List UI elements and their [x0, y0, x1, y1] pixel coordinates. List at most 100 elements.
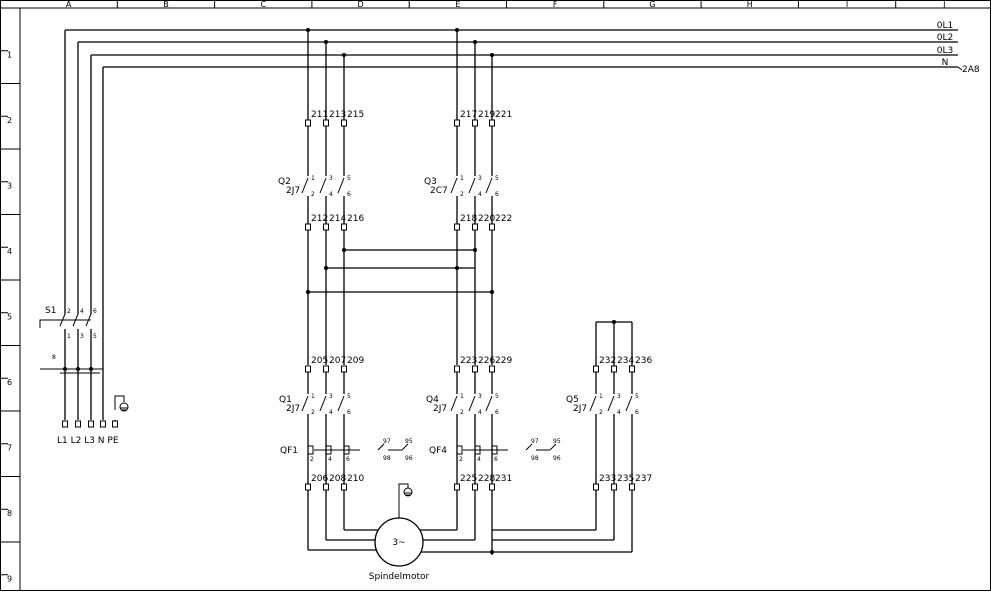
wire-number: 205 — [311, 356, 328, 366]
rail-junction — [306, 28, 310, 32]
contact-pin-top: 5 — [495, 175, 499, 182]
earth-ring — [119, 402, 129, 412]
contact-pin-bottom: 4 — [329, 409, 333, 416]
contact-pin-top: 5 — [347, 393, 351, 400]
wire-number: 235 — [617, 474, 634, 484]
rail-label: 0L2 — [937, 33, 953, 43]
q2-ref: 2J7 — [286, 186, 300, 196]
contact-pin-top: 1 — [311, 175, 315, 182]
switch-gap — [88, 314, 94, 329]
q4-ref: 2J7 — [433, 404, 447, 414]
wire-number: 236 — [635, 356, 652, 366]
contact-pin-bottom: 2 — [599, 409, 603, 416]
contact-pin-bottom: 6 — [635, 409, 639, 416]
wire-number: 223 — [460, 356, 477, 366]
switch-gap — [75, 314, 81, 329]
contact-pin-bottom: 2 — [311, 409, 315, 416]
contact-pin-bottom: 6 — [495, 409, 499, 416]
crossover-node — [473, 248, 477, 252]
wire-terminal — [629, 483, 635, 491]
motor-symbol: 3~ — [392, 538, 405, 548]
aux-pin: 96 — [405, 455, 413, 462]
wire-terminal — [472, 483, 478, 491]
row-label: 6 — [7, 378, 12, 387]
contact-pin-top: 5 — [635, 393, 639, 400]
rail-junction — [455, 28, 459, 32]
switch-pin-top: 6 — [93, 308, 97, 315]
wire-terminal — [341, 119, 347, 127]
wire-number: 212 — [311, 214, 328, 224]
overload-pin: 2 — [310, 456, 314, 463]
column-label: G — [649, 0, 655, 9]
overload-name: QF1 — [280, 446, 298, 456]
contact-blade — [485, 177, 493, 194]
contact-pin-bottom: 2 — [460, 409, 464, 416]
rail-junction — [473, 40, 477, 44]
earth-lead — [114, 395, 125, 410]
contact-blade — [468, 395, 476, 412]
wire-terminal — [489, 119, 495, 127]
rail-label: N — [942, 58, 949, 68]
contact-pin-bottom: 2 — [460, 191, 464, 198]
crossover-node — [324, 266, 328, 270]
motor-label: Spindelmotor — [369, 572, 430, 582]
contact-pin-top: 5 — [495, 393, 499, 400]
q3-ref: 2C7 — [430, 186, 448, 196]
row-label: 3 — [7, 181, 12, 190]
contact-blade — [301, 177, 309, 194]
wire-terminal — [593, 365, 599, 373]
q5-supply — [595, 320, 633, 366]
contact-pin-top: 5 — [347, 175, 351, 182]
wire-number: 228 — [478, 474, 495, 484]
wire-number: 214 — [329, 214, 346, 224]
aux-no-blade — [401, 443, 409, 451]
wire-terminal — [472, 223, 478, 231]
column-label: A — [66, 0, 72, 9]
column-label: B — [163, 0, 169, 9]
row-label: 1 — [7, 50, 12, 59]
motor-earth-lead — [398, 483, 409, 518]
contact-blade — [337, 177, 345, 194]
wire-number: 225 — [460, 474, 477, 484]
aux-pin: 97 — [531, 438, 539, 445]
contact-pin-top: 3 — [329, 175, 333, 182]
row-label: 9 — [7, 574, 12, 583]
rail-junction — [342, 53, 346, 57]
q4-name: Q4 — [426, 395, 439, 405]
rail-junction — [490, 53, 494, 57]
wire-number: 237 — [635, 474, 652, 484]
switch-pin-top: 4 — [80, 308, 84, 315]
rail-ref-leader — [957, 66, 963, 71]
switch-label: S1 — [45, 306, 56, 316]
rail-label: 0L1 — [937, 21, 953, 31]
wire-number: 220 — [478, 214, 495, 224]
contact-pin-top: 1 — [460, 393, 464, 400]
contact-blade — [607, 395, 615, 412]
wire-terminal — [611, 365, 617, 373]
wire-terminal — [454, 223, 460, 231]
wire-number: 208 — [329, 474, 346, 484]
wire-number: 216 — [347, 214, 364, 224]
contact-pin-top: 3 — [478, 393, 482, 400]
contact-blade — [337, 395, 345, 412]
aux-pin: 98 — [383, 455, 391, 462]
contact-blade — [625, 395, 633, 412]
wire-terminal — [323, 223, 329, 231]
aux-nc-blade — [525, 443, 533, 451]
wire-terminal — [341, 483, 347, 491]
wire-terminal — [341, 223, 347, 231]
contact-blade — [301, 395, 309, 412]
thermal-element — [308, 445, 314, 455]
contact-pin-top: 3 — [329, 393, 333, 400]
switch-gap — [62, 314, 68, 329]
motor-earth-ring — [403, 487, 413, 497]
rail-ref-label: 2A8 — [962, 65, 980, 75]
wire-number: 215 — [347, 110, 364, 120]
